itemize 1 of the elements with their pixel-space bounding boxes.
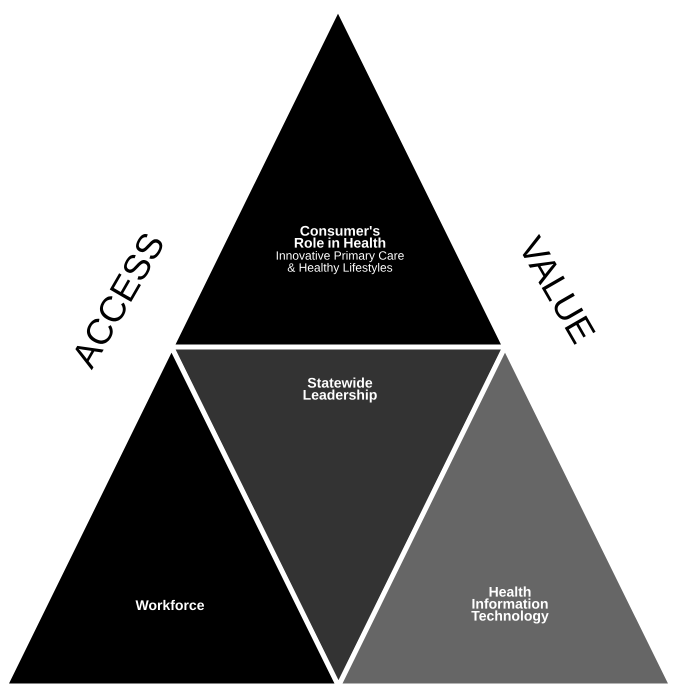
triangle-section: Consumer's Role in Health Innovative Primary Care & Healthy Lifestyles <box>169 6 508 350</box>
